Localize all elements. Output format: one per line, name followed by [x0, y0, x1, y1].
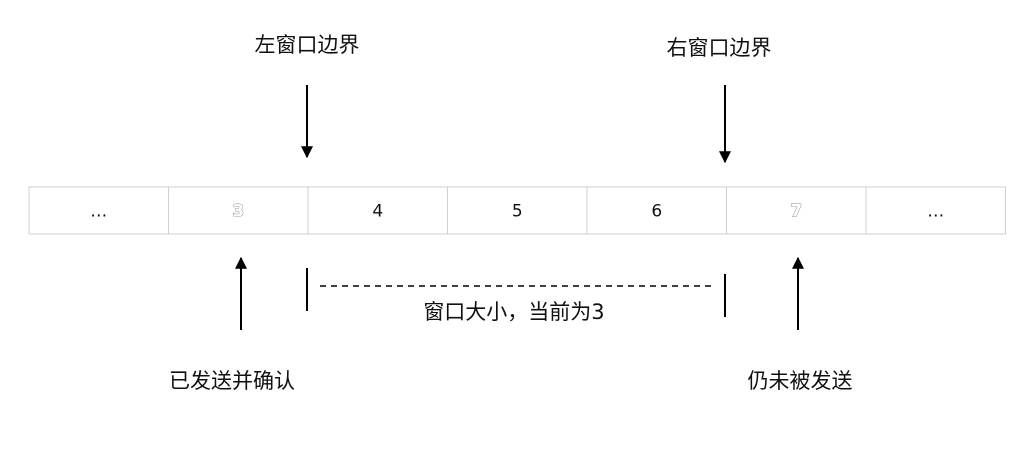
sequence-cell-label: 4: [372, 202, 383, 222]
sent-acked-label: 已发送并确认: [169, 369, 295, 393]
sequence-cell-label: 3: [232, 202, 244, 222]
sequence-cell-label: …: [927, 202, 944, 222]
sequence-cell-label: 5: [512, 202, 523, 222]
sequence-cell: [586, 186, 727, 235]
left-boundary-label: 左窗口边界: [254, 33, 360, 57]
sequence-cell-label: …: [90, 202, 107, 222]
sequence-cell-label: 7: [790, 202, 802, 222]
sequence-cell: [865, 186, 1006, 235]
sequence-cell: [28, 186, 169, 235]
sequence-cell-label: 6: [651, 202, 662, 222]
sequence-cells: … 3 4 5 6 7 …: [28, 186, 1006, 235]
sequence-cell: [447, 186, 588, 235]
not-sent-label: 仍未被发送: [747, 369, 853, 393]
sequence-cell: [307, 186, 448, 235]
sequence-cell: [168, 186, 309, 235]
right-boundary-label: 右窗口边界: [666, 36, 772, 60]
sequence-cell: [726, 186, 867, 235]
window-size-label: 窗口大小，当前为3: [423, 300, 605, 324]
